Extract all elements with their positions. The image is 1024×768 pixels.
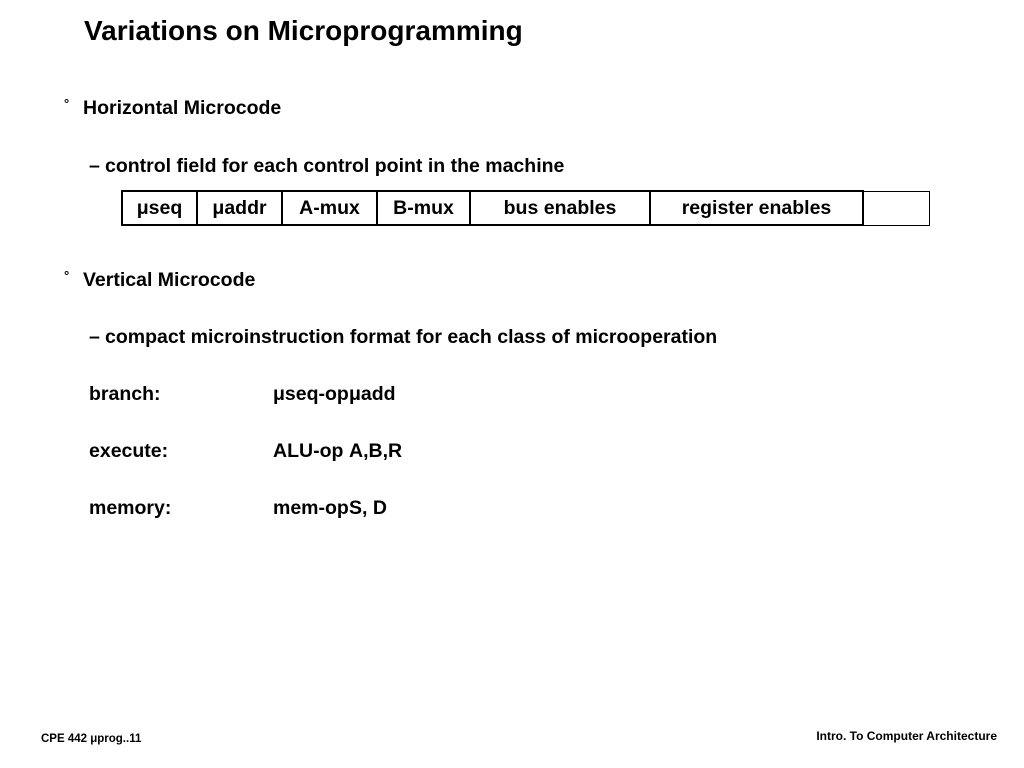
page-title: Variations on Microprogramming bbox=[84, 15, 523, 46]
sub-bullet-compact-format: –compact microinstruction format for eac… bbox=[89, 326, 717, 349]
format-op-memory: mem-op bbox=[273, 497, 349, 519]
bullet-vertical-microcode: ° Vertical Microcode bbox=[64, 268, 256, 292]
format-args-branch: μadd bbox=[349, 383, 396, 405]
bullet-horizontal-microcode: ° Horizontal Microcode bbox=[64, 96, 282, 120]
sub-bullet-label: control field for each control point in … bbox=[105, 155, 565, 177]
sub-bullet-label: compact microinstruction format for each… bbox=[105, 326, 718, 348]
dash-bullet-icon: – bbox=[89, 326, 100, 348]
format-label-execute: execute: bbox=[89, 440, 169, 462]
format-label-memory: memory: bbox=[89, 497, 172, 519]
footer-right-text: Intro. To Computer Architecture bbox=[816, 729, 997, 743]
bullet-label: Horizontal Microcode bbox=[83, 97, 282, 119]
field-cell-useq: μseq bbox=[121, 190, 198, 226]
format-args-memory: S, D bbox=[349, 497, 387, 519]
format-op-branch: μseq-op bbox=[273, 383, 349, 405]
format-args-execute: A,B,R bbox=[349, 440, 403, 462]
field-cell-register-enables: register enables bbox=[649, 190, 864, 226]
format-row-memory: memory: mem-opS, D bbox=[89, 497, 387, 520]
degree-bullet-icon: ° bbox=[64, 268, 70, 283]
dash-bullet-icon: – bbox=[89, 155, 100, 177]
field-cell-a-mux: A-mux bbox=[281, 190, 378, 226]
degree-bullet-icon: ° bbox=[64, 96, 70, 111]
field-cell-bus-enables: bus enables bbox=[469, 190, 651, 226]
format-row-branch: branch: μseq-opμadd bbox=[89, 383, 396, 406]
field-cell-empty bbox=[862, 190, 930, 226]
field-cell-uaddr: μaddr bbox=[196, 190, 283, 226]
format-label-branch: branch: bbox=[89, 383, 161, 405]
footer-left-text: CPE 442 μprog..11 bbox=[41, 733, 142, 745]
microinstruction-field-table: μseq μaddr A-mux B-mux bus enables regis… bbox=[121, 190, 930, 226]
format-op-execute: ALU-op bbox=[273, 440, 344, 462]
sub-bullet-control-field: –control field for each control point in… bbox=[89, 155, 564, 178]
bullet-label: Vertical Microcode bbox=[83, 269, 256, 291]
table-row: μseq μaddr A-mux B-mux bus enables regis… bbox=[121, 190, 930, 226]
field-cell-b-mux: B-mux bbox=[376, 190, 471, 226]
